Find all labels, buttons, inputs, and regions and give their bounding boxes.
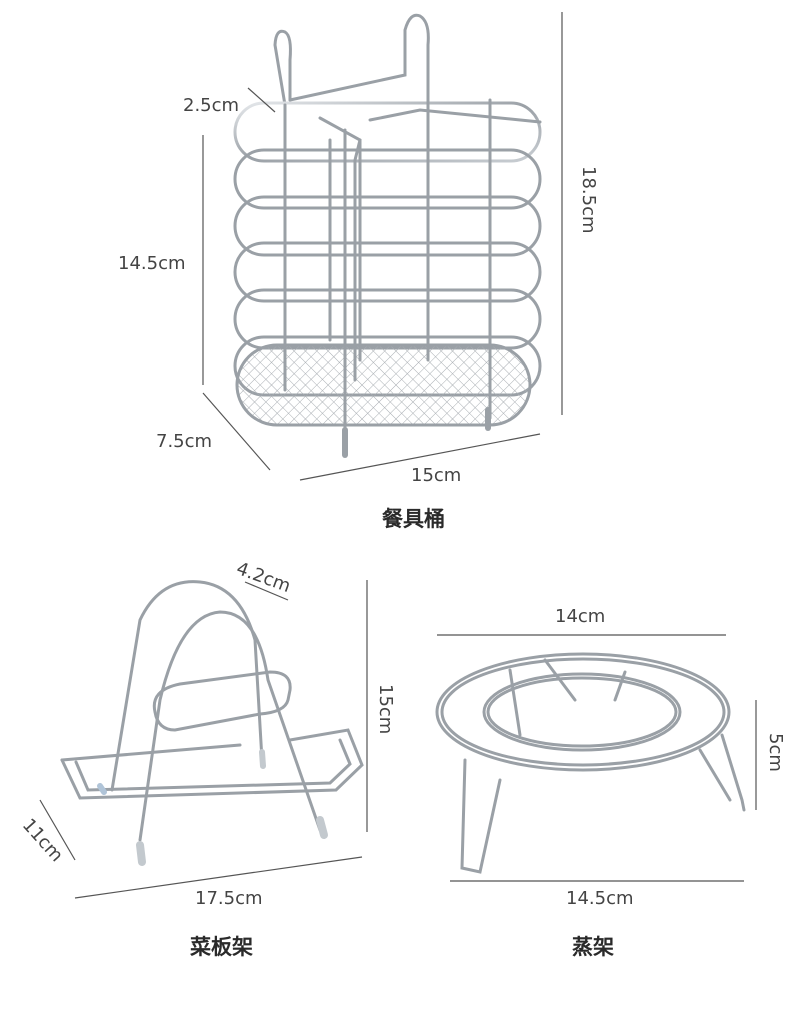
dim-label-bottom-width: 14.5cm xyxy=(566,888,634,909)
steam-rack-illustration xyxy=(435,652,746,874)
utensil-holder-illustration xyxy=(233,13,542,458)
utensil-holder-mesh-base xyxy=(235,343,532,427)
dim-label-hook: 2.5cm xyxy=(183,95,240,116)
dim-line-hook xyxy=(247,87,276,113)
dim-line-rack-width xyxy=(74,856,363,899)
caption-steam-rack: 蒸架 xyxy=(572,935,614,959)
dim-line-width xyxy=(299,433,541,481)
dim-label-depth: 7.5cm xyxy=(156,431,213,452)
dim-line-depth xyxy=(202,392,271,471)
dim-label-top-diameter: 14cm xyxy=(555,606,606,627)
caption-utensil-holder: 餐具桶 xyxy=(382,507,445,531)
dim-label-total-height: 18.5cm xyxy=(578,166,599,234)
dim-label-width: 15cm xyxy=(411,465,462,486)
dim-label-rack-width: 17.5cm xyxy=(195,888,263,909)
dim-label-steam-height: 5cm xyxy=(765,733,786,772)
board-rack-illustration xyxy=(60,580,364,866)
caption-board-rack: 菜板架 xyxy=(190,935,253,959)
dim-label-body-height: 14.5cm xyxy=(118,253,186,274)
dim-line-rack-depth xyxy=(39,799,76,861)
dim-label-rack-height: 15cm xyxy=(375,684,396,735)
dim-line-slot xyxy=(244,581,289,601)
